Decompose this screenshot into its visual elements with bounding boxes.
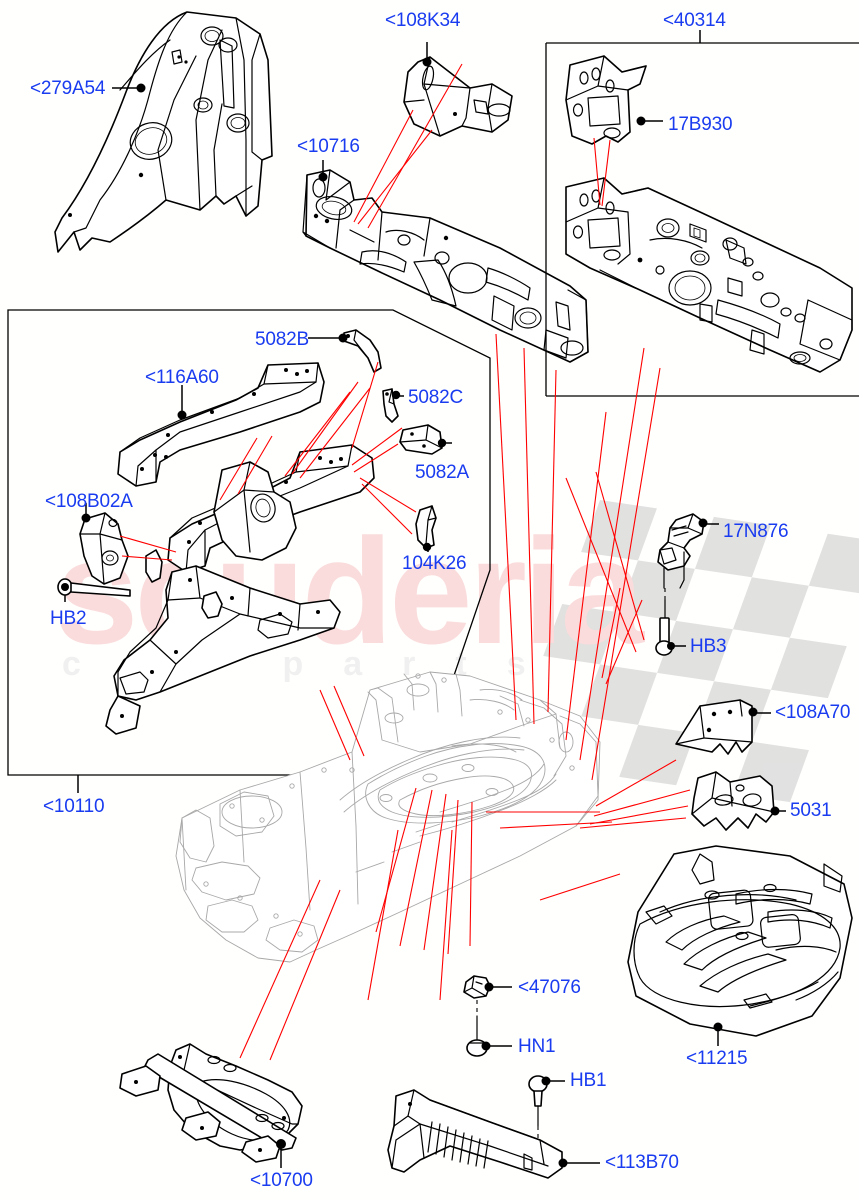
part-hb3-bolt [655, 617, 686, 656]
part-label-hb2[interactable]: HB2 [50, 608, 87, 629]
part-label-279a54[interactable]: <279A54 [30, 78, 106, 99]
part-label-5082c[interactable]: 5082C [408, 387, 463, 408]
part-17b930-bracket [565, 55, 663, 145]
part-label-116a60[interactable]: <116A60 [145, 367, 219, 388]
leader-lines-108k34 [353, 63, 463, 229]
part-40314-rear-end-panel [565, 177, 853, 373]
part-label-10110[interactable]: <10110 [43, 796, 105, 817]
part-label-5031[interactable]: 5031 [790, 800, 832, 821]
assembly-box-40314 [545, 30, 859, 397]
part-5082b-bracket [308, 329, 382, 373]
part-17n876-towing-eye [657, 513, 719, 621]
part-label-104k26[interactable]: 104K26 [402, 553, 467, 574]
part-label-10716[interactable]: <10716 [297, 136, 360, 157]
part-108a70-gusset [675, 699, 771, 755]
part-47076-clip [463, 975, 512, 1041]
part-hn1-nut [466, 1039, 512, 1057]
part-label-hb3[interactable]: HB3 [690, 636, 727, 657]
leader-lines-10110-box [119, 361, 417, 561]
part-5031-bracket [691, 771, 786, 831]
part-10700-cross-member [119, 1043, 303, 1168]
part-113b70-cross-member [387, 1089, 600, 1179]
assembly-box-10110 [7, 309, 491, 793]
part-label-113b70[interactable]: <113B70 [605, 1152, 679, 1173]
part-279a54-wheelhouse-panel [54, 11, 273, 253]
part-11215-wheel-well-pan [627, 845, 853, 1046]
leader-lines-bottom [239, 879, 341, 1061]
part-label-17n876[interactable]: 17N876 [723, 521, 789, 542]
part-label-108b02a[interactable]: <108B02A [45, 491, 133, 512]
part-label-hb1[interactable]: HB1 [570, 1070, 607, 1091]
leader-lines-right [565, 471, 691, 829]
part-5082a-bracket [399, 424, 452, 455]
part-104k26-bracket [415, 505, 437, 552]
ghost-vehicle-floor-structure [175, 671, 601, 963]
part-label-40314[interactable]: <40314 [663, 10, 726, 31]
part-label-108a70[interactable]: <108A70 [775, 702, 851, 723]
part-label-17b930[interactable]: 17B930 [668, 114, 733, 135]
part-10110-side-member-assembly [105, 444, 375, 735]
leader-lines-40314 [593, 137, 611, 207]
part-label-47076[interactable]: <47076 [518, 977, 581, 998]
part-5082c-bracket [382, 388, 404, 423]
leader-lines-floorpan [319, 333, 661, 1001]
part-10716-rear-panel [302, 160, 589, 363]
part-108k34-bracket [403, 42, 513, 137]
part-label-10700[interactable]: <10700 [250, 1170, 313, 1191]
part-label-108k34[interactable]: <108K34 [385, 10, 461, 31]
part-116a60-side-rail [117, 362, 325, 487]
part-label-5082a[interactable]: 5082A [415, 462, 469, 483]
part-label-5082b[interactable]: 5082B [255, 329, 309, 350]
part-label-11215[interactable]: <11215 [686, 1048, 748, 1069]
part-108b02a-bracket [79, 503, 129, 585]
part-label-hn1[interactable]: HN1 [518, 1036, 556, 1057]
part-hb2-bolt [57, 578, 131, 602]
